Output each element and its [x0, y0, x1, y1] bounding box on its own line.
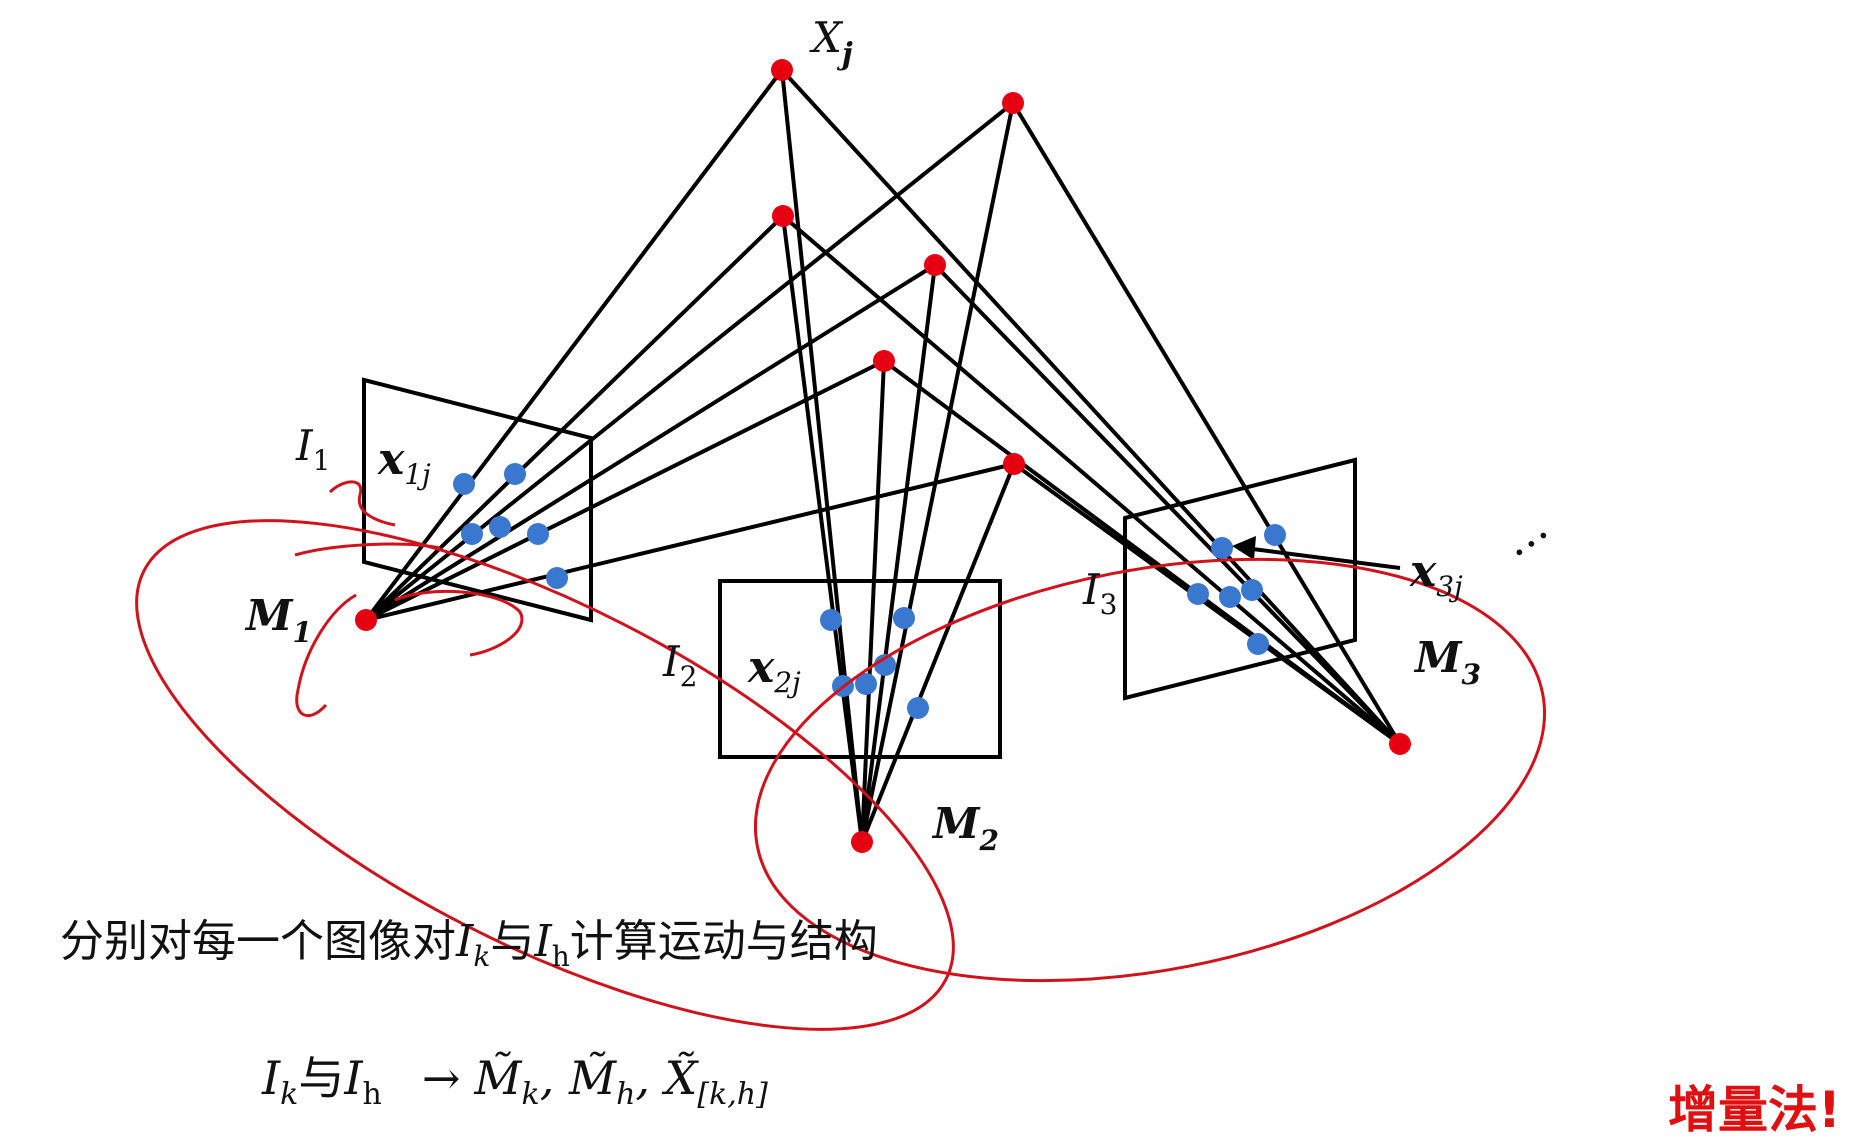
annotation-scribble [394, 589, 524, 657]
projection-point [1241, 579, 1263, 601]
camera-center-M1 [355, 609, 377, 631]
projection-point [1219, 586, 1241, 608]
scene-point [1002, 92, 1024, 114]
label-M3: M3 [1413, 633, 1481, 691]
projection-point [1264, 524, 1286, 546]
label-x2j: x2j [747, 642, 801, 699]
projection-point [489, 516, 511, 538]
image-plane-I1 [362, 377, 593, 623]
label-I1: I1 [295, 421, 330, 477]
method-note: 增量法! [1668, 1081, 1841, 1139]
label-I3: I3 [1082, 565, 1117, 621]
ellipsis-more-cameras: … [1492, 500, 1557, 567]
projections-I3 [1187, 524, 1286, 655]
formula-pair-result: Ik与Ih→M̃k, M̃h, X̃[k,h] [262, 1051, 768, 1113]
label-x3j: x3j [1409, 546, 1463, 603]
scene-point [772, 205, 794, 227]
scene-points [771, 59, 1025, 475]
annotation-scribble [328, 480, 396, 527]
scene-point [1003, 453, 1025, 475]
projection-point [1187, 583, 1209, 605]
label-M2: M2 [931, 799, 999, 857]
pointer-arrow-x3j [1244, 546, 1401, 570]
camera-center-M3 [1389, 733, 1411, 755]
projections-I1 [453, 463, 568, 589]
camera-center-M2 [851, 831, 873, 853]
annotation-scribble [294, 542, 441, 557]
image-plane-I3 [1123, 457, 1357, 701]
projection-point [1211, 537, 1233, 559]
label-I2: I2 [662, 637, 697, 693]
projection-point [893, 607, 915, 629]
projection-point [907, 697, 929, 719]
label-x1j: x1j [377, 434, 431, 491]
rays-camera-M2 [780, 69, 1016, 843]
label-Xj: Xj [809, 13, 853, 72]
caption-pairwise-sfm: 分别对每一个图像对Ik与Ih计算运动与结构 [60, 916, 878, 973]
annotation-ellipse-I1-I2 [135, 519, 955, 1031]
scene-point-Xj [771, 59, 793, 81]
projection-point [546, 567, 568, 589]
arrowhead-icon [1232, 536, 1256, 560]
annotation-scribble [295, 593, 357, 718]
image-plane-I2 [718, 579, 1002, 759]
projection-point [504, 463, 526, 485]
rays-camera-M3 [780, 68, 1402, 746]
scene-point [924, 254, 946, 276]
projection-point [1247, 633, 1269, 655]
projection-point [874, 654, 896, 676]
projection-point [453, 473, 475, 495]
scene-point [873, 350, 895, 372]
projection-point [461, 523, 483, 545]
annotation-strokes [135, 480, 1547, 1031]
projection-point [527, 523, 549, 545]
label-M1: M1 [244, 591, 312, 649]
projection-point [820, 609, 842, 631]
annotation-ellipse-I2-I3 [753, 557, 1547, 983]
projection-point [855, 673, 877, 695]
